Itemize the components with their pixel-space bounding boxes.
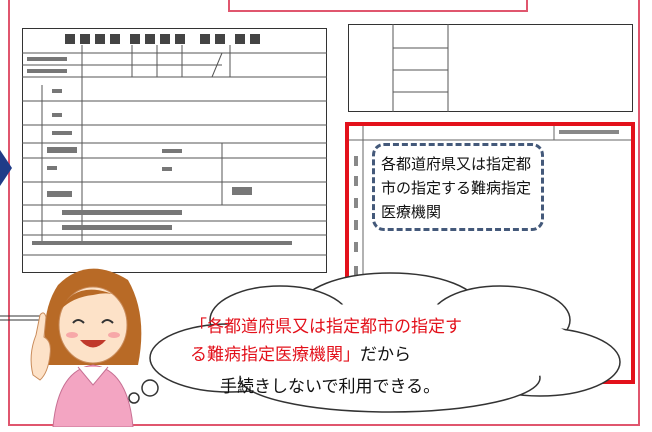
speech-cloud [128,272,621,413]
character-illustration [30,268,142,427]
form-right-top-scan [348,24,633,112]
speech-line-2: る難病指定医療機関」だから [190,345,411,365]
speech-line-3: 手続きしないで利用できる。 [220,377,441,397]
medical-institution-callout: 各都道府県又は指定都市の指定する難病指定医療機関 [372,143,544,231]
blurred-title-glyphs [65,34,260,44]
form-title-scan [45,30,305,50]
page-frame [8,0,640,426]
callout-text: 各都道府県又は指定都市の指定する難病指定医療機関 [381,155,532,221]
speech-line-1: 「各都道府県又は指定都市の指定す [190,317,462,337]
nav-arrow-icon[interactable] [0,150,12,186]
form-grid [22,45,327,256]
form-right-top-grid [392,24,449,112]
top-tab [228,0,528,12]
dashed-guides [0,315,40,321]
